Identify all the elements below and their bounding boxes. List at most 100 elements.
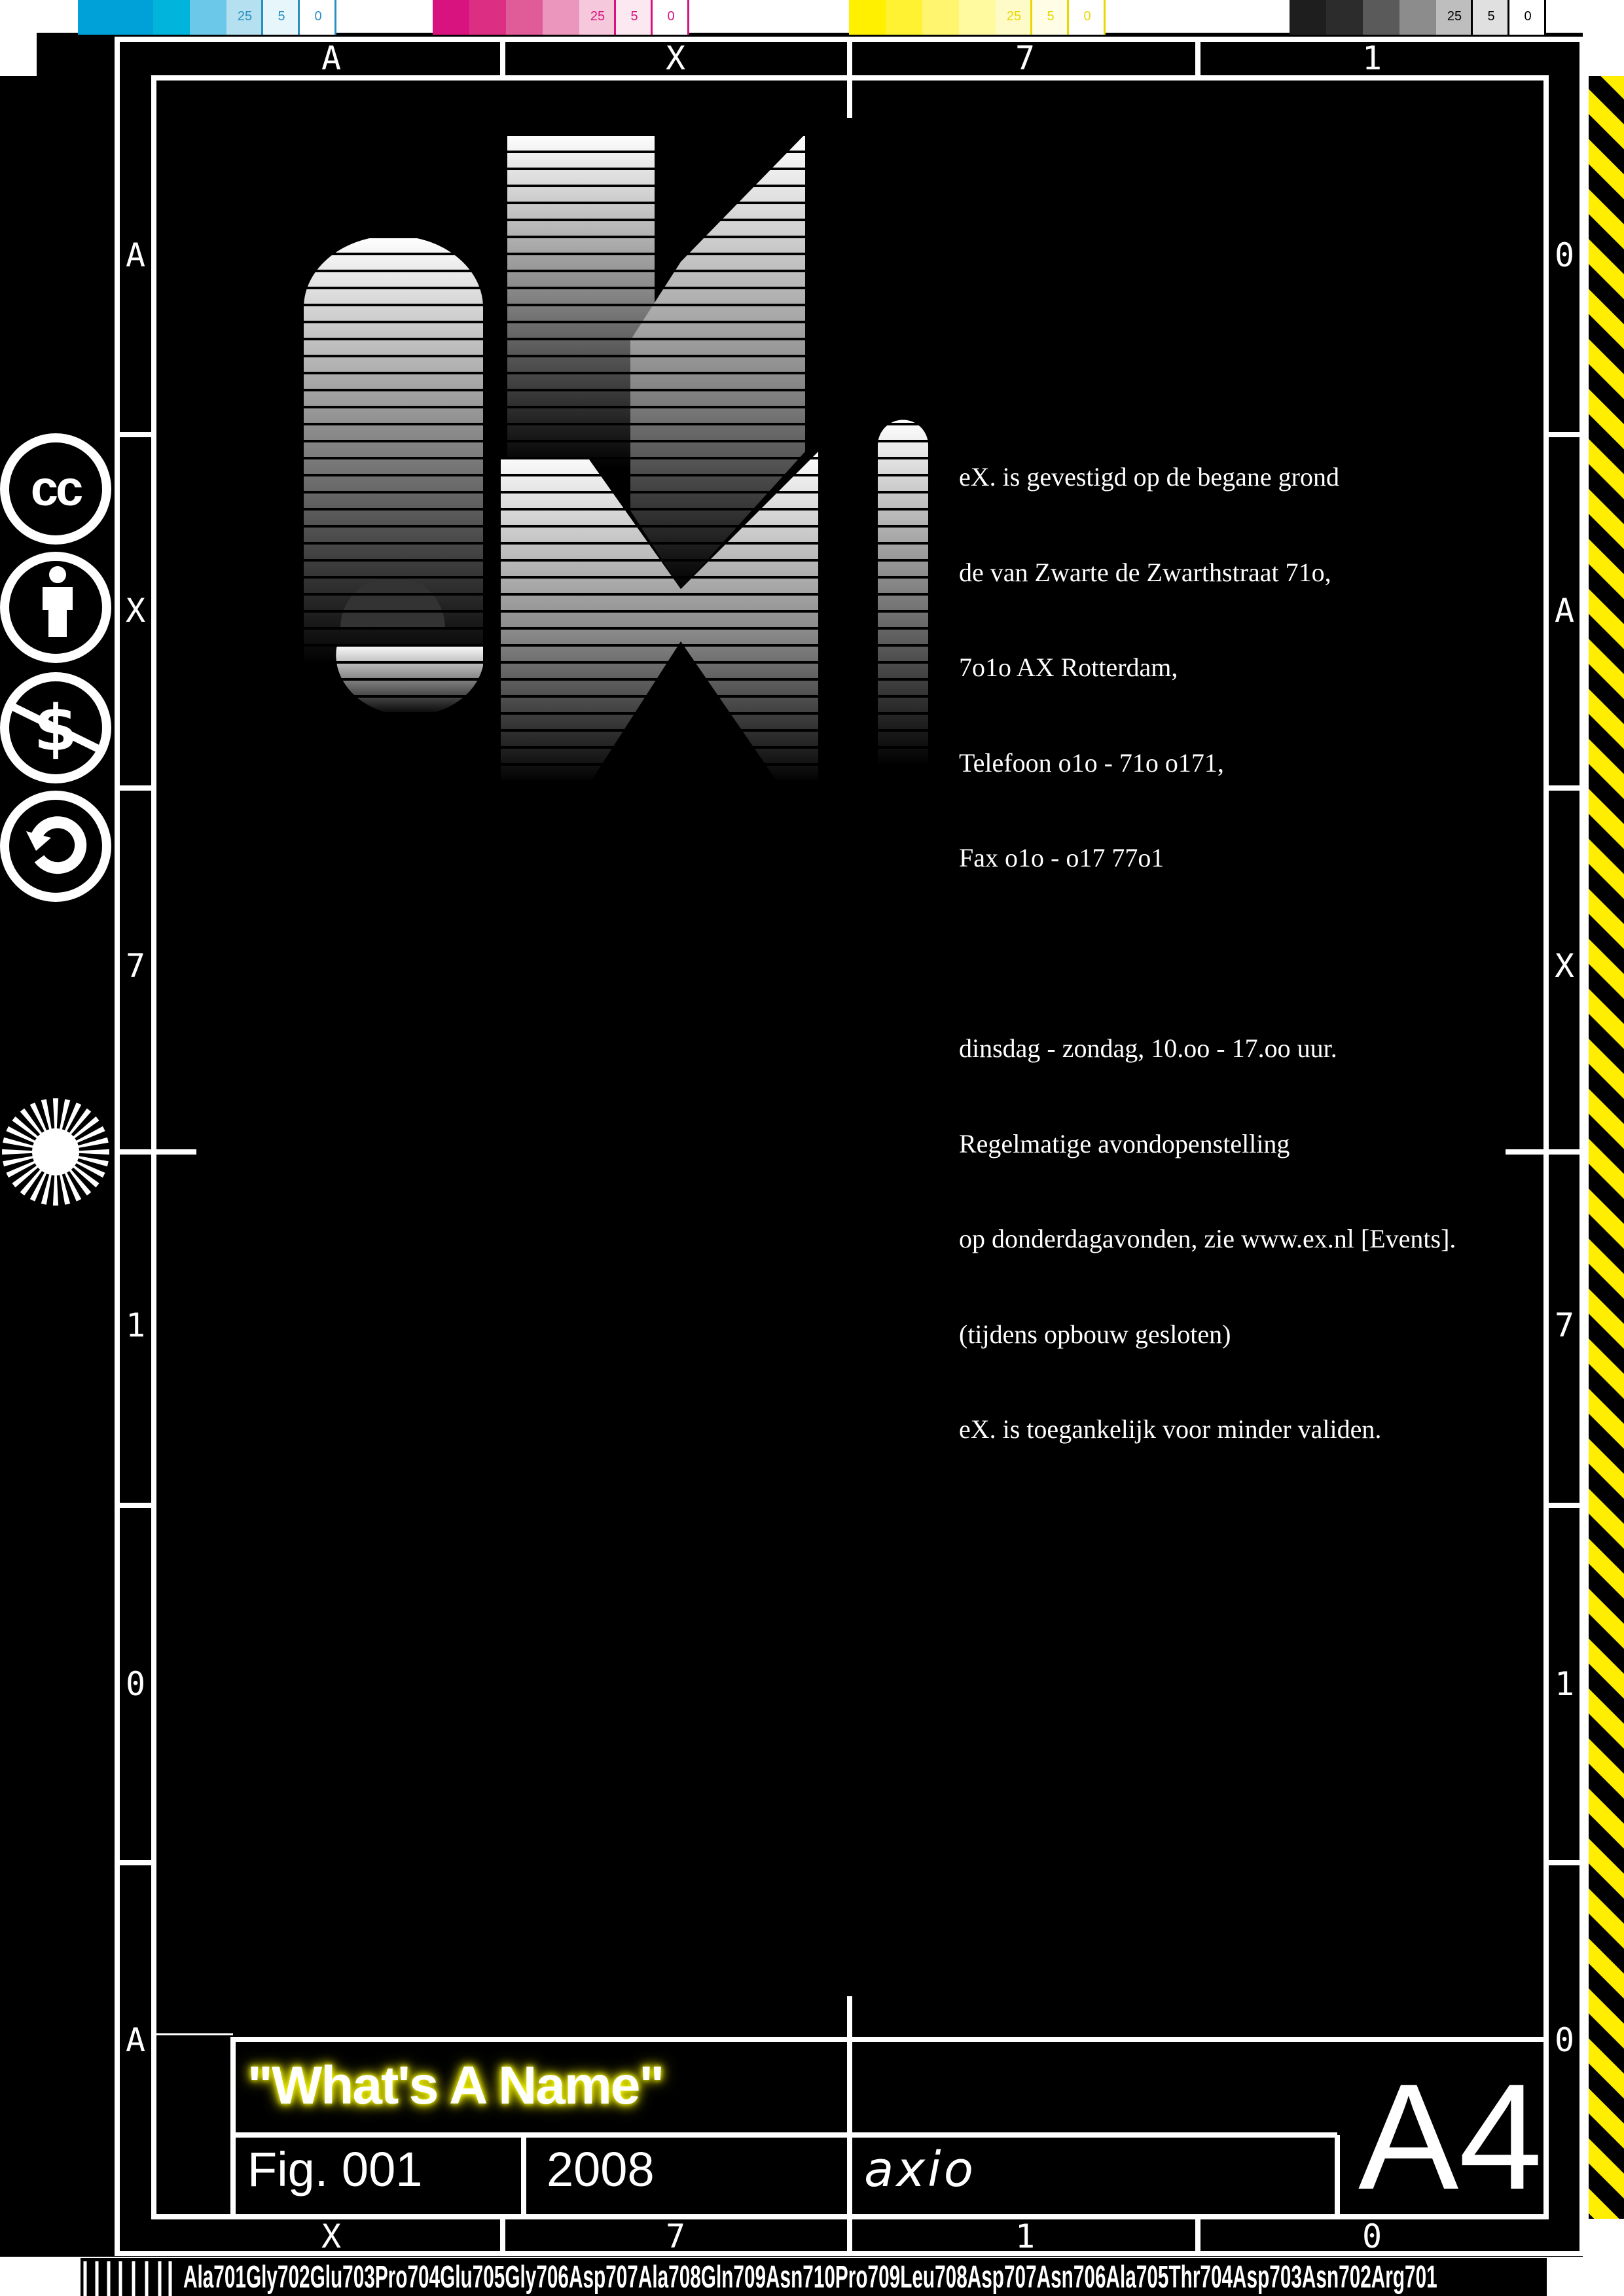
starburst-ray xyxy=(2,1149,43,1155)
bottom-label: 1 xyxy=(1015,2217,1036,2255)
color-swatch xyxy=(1436,0,1473,35)
right-label: 0 xyxy=(1554,236,1575,274)
color-swatch xyxy=(300,0,336,35)
info-line xyxy=(959,938,1456,970)
swatch-divider xyxy=(1471,0,1473,35)
info-line: 7o1o AX Rotterdam, xyxy=(959,653,1178,682)
top-label: 1 xyxy=(1362,39,1382,77)
color-swatch xyxy=(543,0,579,35)
info-line: Regelmatige avondopenstelling xyxy=(959,1128,1290,1158)
swatch-divider xyxy=(687,0,689,35)
color-swatch xyxy=(226,0,263,35)
noncommercial-icon: $ xyxy=(0,672,111,783)
left-label: A xyxy=(125,2021,146,2059)
swatch-divider xyxy=(1544,0,1546,35)
color-swatch xyxy=(1363,0,1399,35)
paper-format: A4 xyxy=(1358,2053,1543,2221)
color-swatch xyxy=(78,0,153,35)
info-line: (tijdens opbouw gesloten) xyxy=(959,1319,1231,1349)
swatch-divider xyxy=(261,0,263,35)
color-swatch xyxy=(153,0,190,35)
logo-letter-v xyxy=(630,134,805,589)
swatch-divider xyxy=(614,0,616,35)
right-label: A xyxy=(1554,592,1575,630)
right-label: 0 xyxy=(1554,2021,1575,2059)
swatch-label: 0 xyxy=(1083,9,1091,24)
color-swatch xyxy=(996,0,1032,35)
title-block-frame xyxy=(154,2033,1549,2219)
share-alike-icon xyxy=(0,791,111,902)
bottom-label: X xyxy=(321,2217,342,2255)
color-swatch xyxy=(1069,0,1106,35)
info-line: op donderdagavonden, zie www.ex.nl [Even… xyxy=(959,1224,1456,1253)
color-swatch xyxy=(190,0,226,35)
swatch-label: 25 xyxy=(1447,9,1462,24)
info-line: dinsdag - zondag, 10.oo - 17.oo uur. xyxy=(959,1033,1337,1063)
starburst-ray xyxy=(68,1149,109,1155)
bottom-label: 7 xyxy=(665,2217,686,2255)
starburst-icon xyxy=(2,1098,109,1206)
swatch-label: 0 xyxy=(667,9,675,24)
color-swatch xyxy=(616,0,653,35)
top-label: A xyxy=(321,39,342,77)
color-swatch xyxy=(1473,0,1509,35)
swatch-divider xyxy=(334,0,336,35)
swatch-label: 5 xyxy=(278,9,285,24)
color-swatch xyxy=(959,0,996,35)
swatch-label: 25 xyxy=(1006,9,1022,24)
starburst-center xyxy=(32,1128,79,1175)
left-label: A xyxy=(125,236,146,274)
poster-title: "What's A Name" xyxy=(247,2056,664,2115)
right-label: 1 xyxy=(1554,1665,1575,1703)
bottom-label: 0 xyxy=(1362,2217,1382,2255)
logo-letter-i xyxy=(878,420,928,766)
logo-letter-x xyxy=(501,452,818,784)
logo-letter-e xyxy=(304,236,483,666)
color-swatch xyxy=(922,0,959,35)
left-label: 1 xyxy=(125,1306,146,1344)
swatch-divider xyxy=(1067,0,1069,35)
swatch-divider xyxy=(1104,0,1106,35)
color-swatch xyxy=(886,0,922,35)
figure-number: Fig. 001 xyxy=(247,2142,423,2197)
swatch-divider xyxy=(1030,0,1032,35)
poster-background xyxy=(37,33,1583,2257)
info-line: de van Zwarte de Zwarthstraat 71o, xyxy=(959,557,1331,587)
color-swatch xyxy=(433,0,469,35)
cc-icon: cc xyxy=(0,433,111,545)
color-swatch xyxy=(469,0,506,35)
swatch-label: 25 xyxy=(590,9,605,24)
info-line: Telefoon o1o - 71o o171, xyxy=(959,747,1224,778)
color-swatch xyxy=(1509,0,1546,35)
left-label: X xyxy=(125,592,146,630)
starburst-ray xyxy=(52,1098,59,1139)
top-label: 7 xyxy=(1015,39,1036,77)
ex-logo xyxy=(304,134,928,784)
starburst-ray xyxy=(52,1164,59,1206)
right-label: X xyxy=(1554,947,1575,985)
year: 2008 xyxy=(547,2142,655,2197)
info-line: Fax o1o - o17 77o1 xyxy=(959,843,1164,872)
swatch-label: 0 xyxy=(1524,9,1532,24)
color-swatch xyxy=(579,0,616,35)
signature: axio xyxy=(864,2142,976,2198)
color-swatch xyxy=(506,0,543,35)
barcode-lines xyxy=(83,2261,172,2296)
info-line: eX. is toegankelijk voor minder validen. xyxy=(959,1414,1382,1444)
swatch-divider xyxy=(1507,0,1509,35)
color-swatch xyxy=(1399,0,1436,35)
color-swatch xyxy=(1032,0,1069,35)
right-label: 7 xyxy=(1554,1306,1575,1344)
hazard-stripe xyxy=(1589,76,1624,2219)
logo-letter-block xyxy=(507,134,655,468)
info-line: eX. is gevestigd op de begane grond xyxy=(959,462,1339,492)
barcode-strip xyxy=(81,2258,1547,2296)
color-swatch xyxy=(653,0,689,35)
swatch-label: 5 xyxy=(1487,9,1495,24)
color-calibration-bar xyxy=(78,0,1546,35)
swatch-label: 5 xyxy=(630,9,638,24)
by-attribution-icon xyxy=(0,552,111,663)
swatch-label: 0 xyxy=(314,9,322,24)
left-strip xyxy=(0,76,39,2257)
